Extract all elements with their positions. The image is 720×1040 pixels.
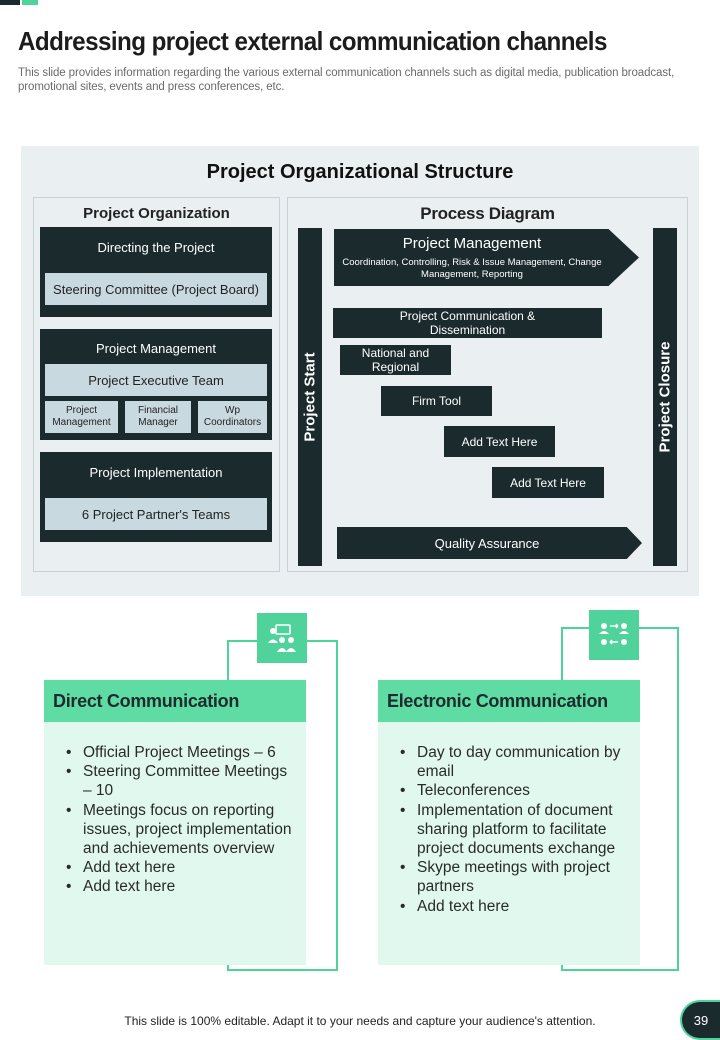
diagram-title: Project Organizational Structure: [206, 161, 514, 183]
direct-item: Add text here: [66, 877, 296, 896]
pm-arrow-sub: Coordination, Controlling, Risk & Issue …: [342, 257, 602, 280]
management-block: Project Management Project Executive Tea…: [40, 329, 272, 440]
electronic-card-body: Day to day communication by email Teleco…: [378, 722, 640, 965]
direct-card-body: Official Project Meetings – 6 Steering C…: [44, 722, 306, 965]
management-label: Project Management: [96, 340, 216, 356]
directing-label: Directing the Project: [97, 239, 215, 255]
direct-item: Add text here: [66, 858, 296, 877]
electronic-item: Implementation of document sharing platf…: [400, 801, 630, 859]
footer-note: This slide is 100% editable. Adapt it to…: [124, 1014, 596, 1028]
electronic-list: Day to day communication by email Teleco…: [400, 743, 630, 916]
pm-arrow: Project Management Coordination, Control…: [334, 229, 639, 286]
pm-arrow-title: Project Management: [402, 234, 542, 252]
page-title: Addressing project external communicatio…: [18, 26, 607, 56]
direct-list: Official Project Meetings – 6 Steering C…: [66, 743, 296, 897]
step-communication: Project Communication & Dissemination: [333, 308, 602, 338]
electronic-item: Teleconferences: [400, 781, 630, 800]
network-icon: [589, 610, 639, 660]
project-start-bar: Project Start: [298, 228, 322, 566]
electronic-item: Add text here: [400, 897, 630, 916]
step-national-regional: National and Regional: [340, 345, 451, 375]
step-firm-tool: Firm Tool: [381, 386, 492, 416]
top-accent-green: [22, 0, 38, 5]
implementation-label: Project Implementation: [89, 464, 223, 480]
management-sub: Project Executive Team: [45, 364, 267, 396]
role-wp-coordinators: Wp Coordinators: [198, 401, 267, 433]
step-add-text-2: Add Text Here: [492, 467, 604, 498]
direct-item: Official Project Meetings – 6: [66, 743, 296, 762]
directing-block: Directing the Project Steering Committee…: [40, 227, 272, 317]
electronic-card-title: Electronic Communication: [378, 680, 640, 722]
qa-arrow-label: Quality Assurance: [434, 535, 540, 551]
project-closure-label: Project Closure: [656, 341, 674, 453]
process-title: Process Diagram: [420, 204, 555, 223]
direct-item: Steering Committee Meetings – 10: [66, 762, 296, 800]
direct-item: Meetings focus on reporting issues, proj…: [66, 801, 296, 859]
implementation-sub: 6 Project Partner's Teams: [45, 498, 267, 530]
electronic-item: Skype meetings with project partners: [400, 858, 630, 896]
page-number: 39: [680, 1000, 720, 1040]
qa-arrow: Quality Assurance: [337, 527, 642, 559]
step-add-text-1: Add Text Here: [444, 426, 555, 457]
directing-sub: Steering Committee (Project Board): [45, 273, 267, 305]
meeting-icon: [257, 613, 307, 663]
direct-card-title: Direct Communication: [44, 680, 306, 722]
top-accent-dark: [0, 0, 20, 5]
role-financial-manager: Financial Manager: [125, 401, 191, 433]
implementation-block: Project Implementation 6 Project Partner…: [40, 452, 272, 542]
project-start-label: Project Start: [301, 352, 319, 442]
role-project-management: Project Management: [45, 401, 118, 433]
project-closure-bar: Project Closure: [653, 228, 677, 566]
page-subtitle: This slide provides information regardin…: [18, 67, 675, 93]
electronic-item: Day to day communication by email: [400, 743, 630, 781]
organization-title: Project Organization: [83, 205, 230, 222]
